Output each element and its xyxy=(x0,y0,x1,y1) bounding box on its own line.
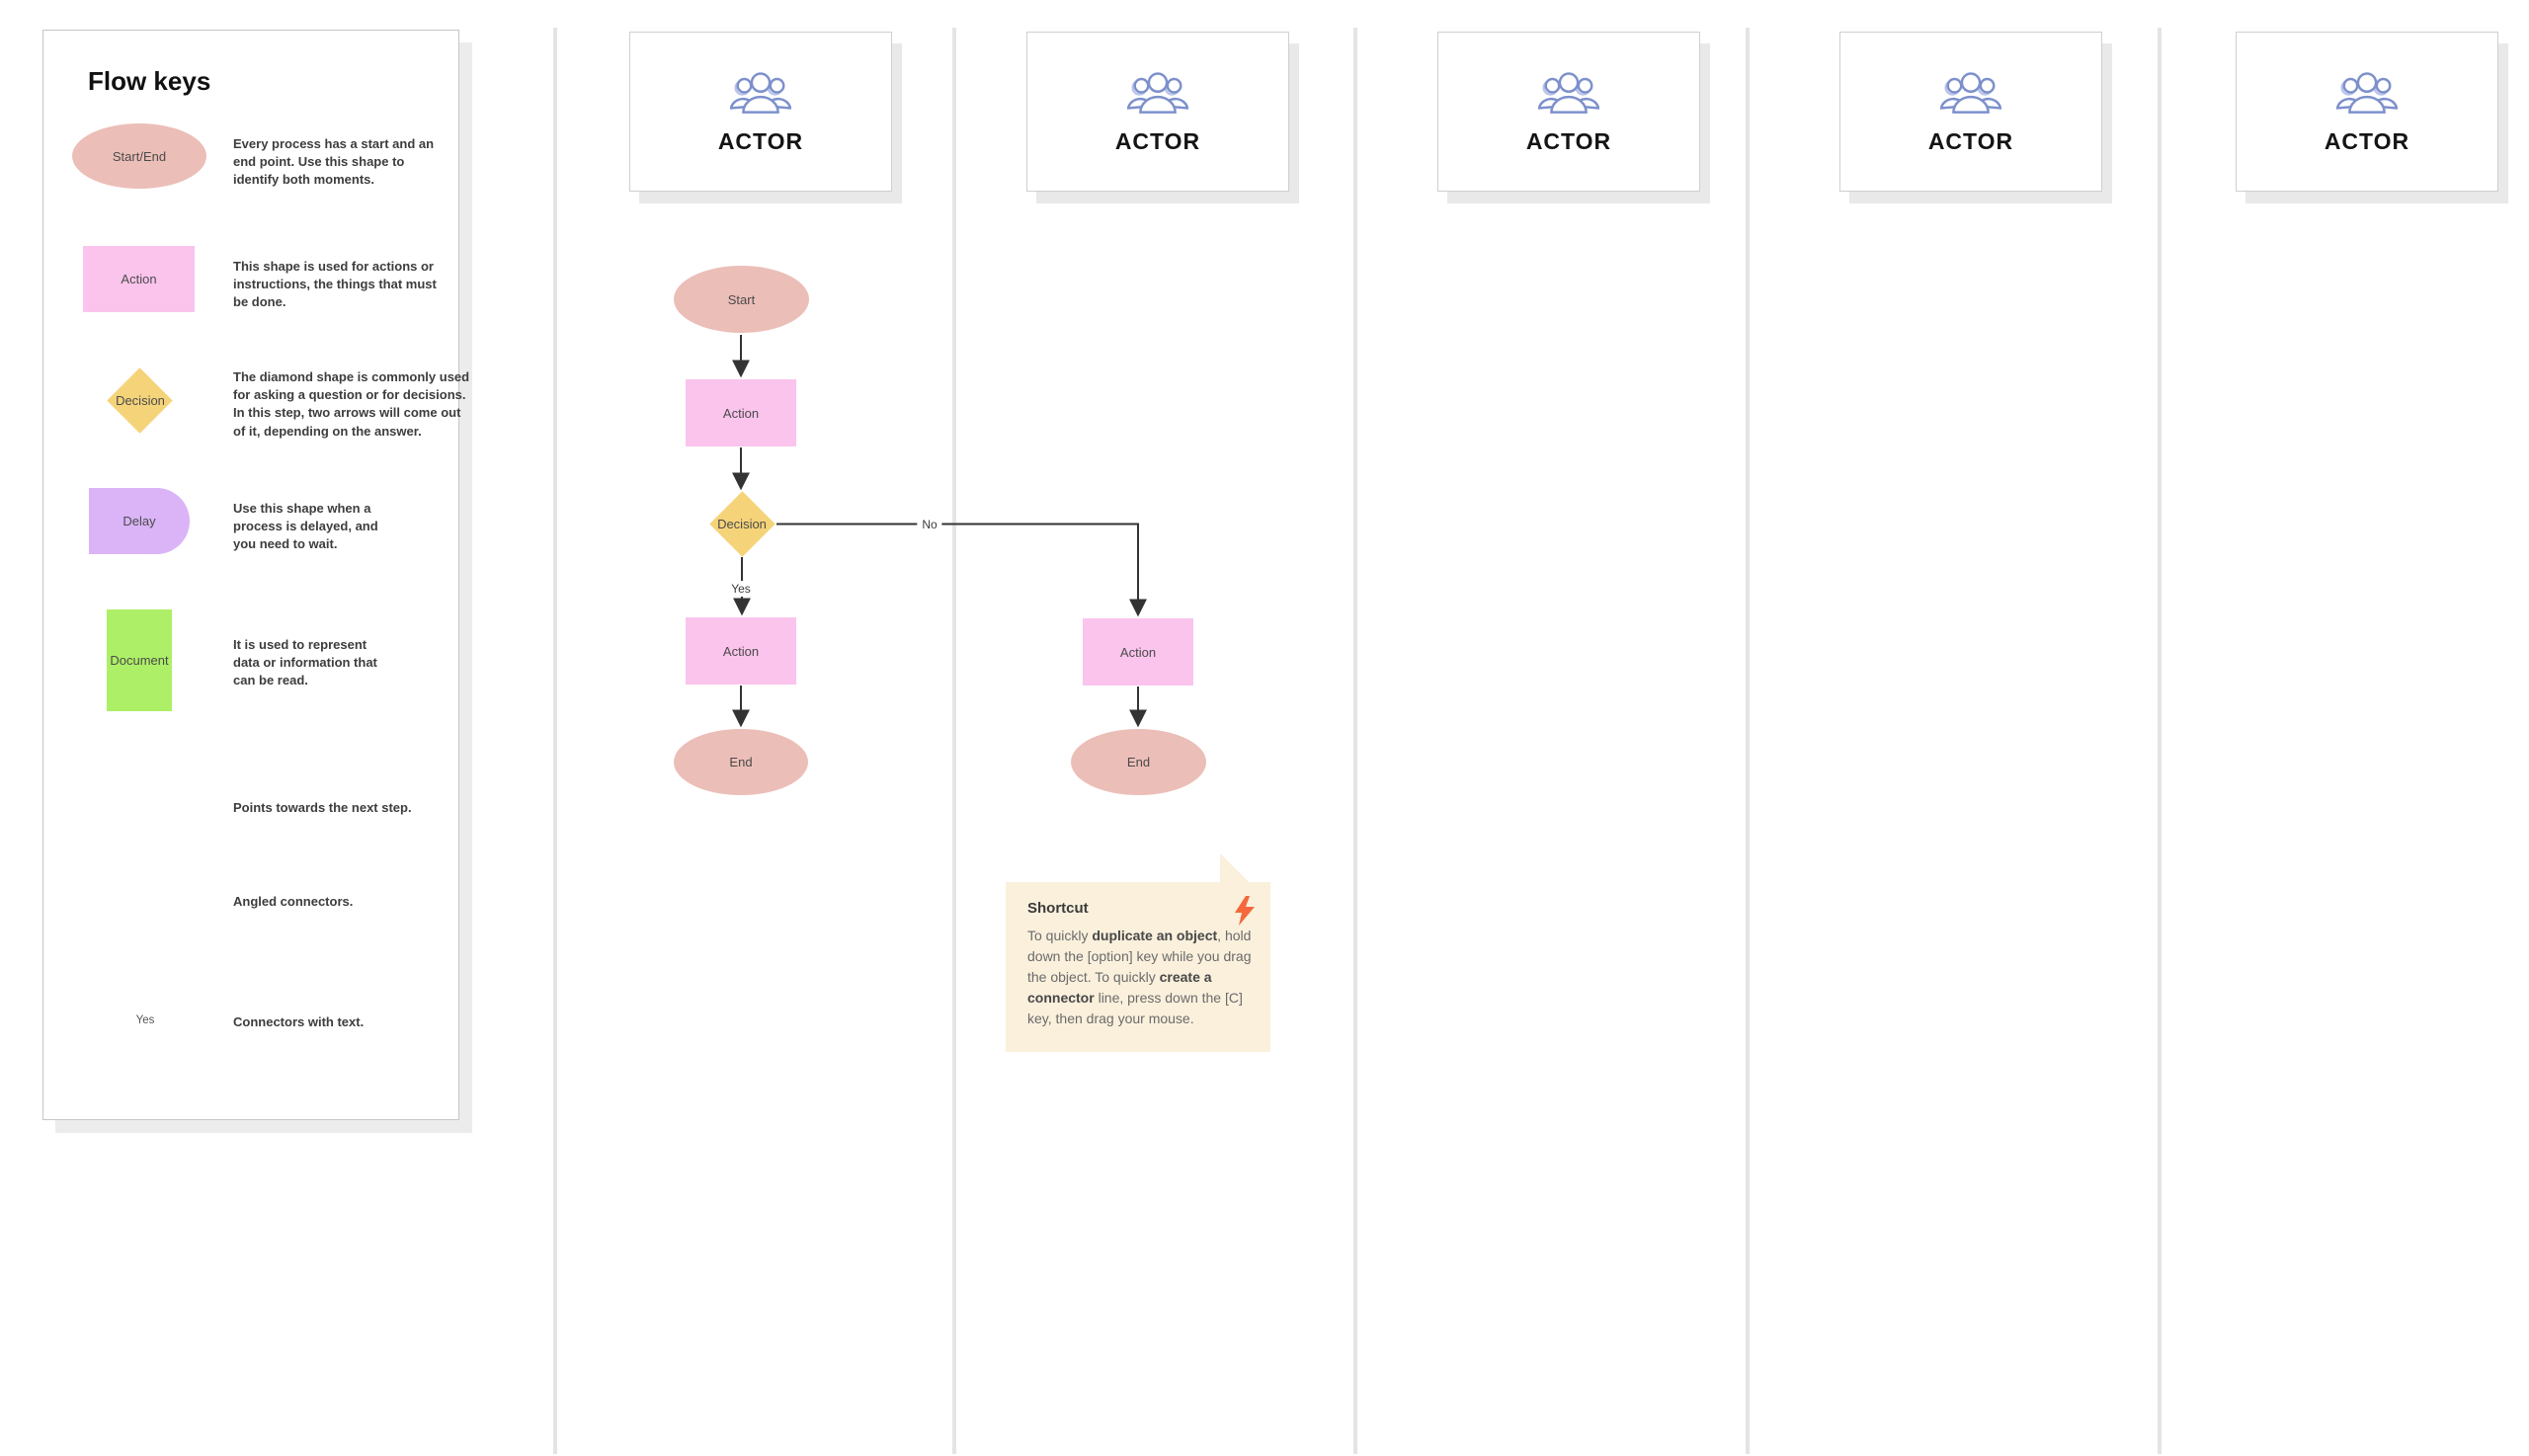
legend-desc: Points towards the next step. xyxy=(233,800,412,815)
legend-shape-delay[interactable]: Delay xyxy=(89,488,190,554)
flow-node-start[interactable]: Start xyxy=(674,266,809,333)
connector-label-no: No xyxy=(917,517,942,532)
legend-shape-start-end[interactable]: Start/End xyxy=(72,123,206,189)
actor-label: ACTOR xyxy=(717,127,804,154)
actor-card-4[interactable]: ACTOR xyxy=(1839,32,2102,192)
legend-shape-label: Action xyxy=(121,272,157,286)
flow-node-label: End xyxy=(729,755,753,769)
actor-card-2[interactable]: ACTOR xyxy=(1026,32,1289,192)
legend-desc: Every process has a start and an end poi… xyxy=(233,136,435,188)
actor-label: ACTOR xyxy=(1927,127,2014,154)
lane-divider xyxy=(553,28,557,1454)
people-group-icon xyxy=(730,71,791,114)
legend-desc: The diamond shape is commonly used for a… xyxy=(233,369,470,439)
flow-node-action-3[interactable]: Action xyxy=(1083,618,1193,686)
legend-desc: Angled connectors. xyxy=(233,894,354,909)
lane-divider xyxy=(2158,28,2162,1454)
legend-shape-document[interactable]: Document xyxy=(107,609,172,711)
people-group-icon xyxy=(1538,71,1599,114)
lane-divider xyxy=(1746,28,1750,1454)
people-group-icon xyxy=(2336,71,2398,114)
people-group-icon xyxy=(1940,71,2001,114)
flow-node-label: End xyxy=(1126,755,1151,769)
actor-label: ACTOR xyxy=(2324,127,2410,154)
shortcut-note[interactable]: Shortcut To quickly duplicate an object,… xyxy=(1006,882,1270,1052)
flow-node-end-2[interactable]: End xyxy=(1071,729,1206,795)
flow-node-label: Action xyxy=(1119,644,1157,660)
legend-connector-label: Yes xyxy=(130,1013,160,1027)
legend-shape-label: Start/End xyxy=(112,148,167,164)
legend-desc: Use this shape when a process is delayed… xyxy=(233,501,378,552)
actor-card-5[interactable]: ACTOR xyxy=(2236,32,2498,192)
flow-node-action-1[interactable]: Action xyxy=(686,379,796,446)
people-group-icon xyxy=(1127,71,1188,114)
flow-keys-panel[interactable]: Flow keys Start/End Every process has a … xyxy=(42,30,469,1120)
note-title: Shortcut xyxy=(1027,900,1089,917)
lightning-bolt-icon xyxy=(1235,896,1255,926)
legend-shape-label: Delay xyxy=(122,514,156,528)
legend-desc: It is used to represent data or informat… xyxy=(233,637,377,688)
panel-title: Flow keys xyxy=(88,66,211,96)
flow-node-end-1[interactable]: End xyxy=(674,729,808,795)
note-body: To quickly duplicate an object, hold dow… xyxy=(1027,928,1252,1026)
actor-label: ACTOR xyxy=(1114,127,1201,154)
actor-label: ACTOR xyxy=(1525,127,1612,154)
lane-divider xyxy=(1353,28,1357,1454)
connector-label-yes: Yes xyxy=(726,581,756,597)
flow-node-label: Start xyxy=(727,291,756,307)
connector-no[interactable] xyxy=(776,523,1147,617)
legend-shape-label: Decision xyxy=(116,393,165,408)
flow-node-label: Action xyxy=(722,643,760,659)
legend-shape-action[interactable]: Action xyxy=(83,246,195,312)
legend-shape-label: Document xyxy=(110,653,169,668)
flow-node-label: Decision xyxy=(717,517,767,531)
actor-card-3[interactable]: ACTOR xyxy=(1437,32,1700,192)
legend-desc: Connectors with text. xyxy=(233,1014,365,1029)
flow-node-label: Action xyxy=(722,405,760,421)
actor-card-1[interactable]: ACTOR xyxy=(629,32,892,192)
flow-node-action-2[interactable]: Action xyxy=(686,617,796,685)
legend-desc: This shape is used for actions or instru… xyxy=(233,259,437,310)
note-tail xyxy=(1220,853,1249,882)
lane-divider xyxy=(952,28,956,1454)
